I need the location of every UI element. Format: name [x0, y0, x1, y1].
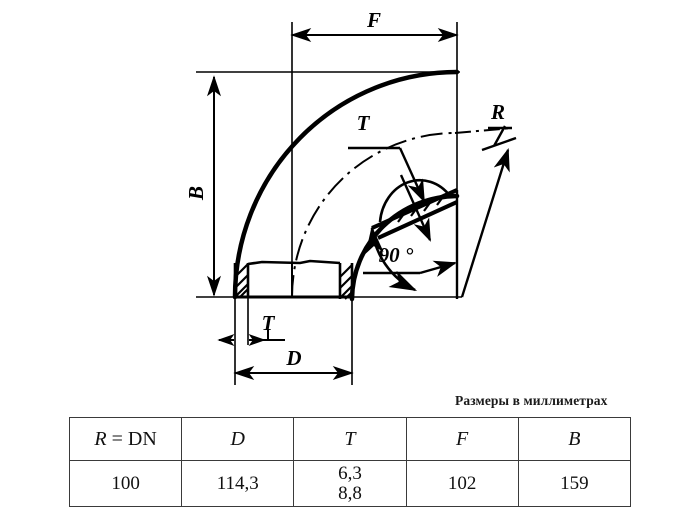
- cell-f: 102: [405, 460, 519, 507]
- centerline-arc: [291, 131, 458, 298]
- header-f-symbol: F: [456, 427, 469, 450]
- dimension-R: R: [454, 100, 517, 298]
- cell-r-dn: 100: [68, 460, 183, 507]
- header-b-symbol: B: [568, 427, 581, 450]
- header-r-symbol: R: [94, 427, 107, 450]
- dimension-B: B: [184, 75, 221, 297]
- elbow-body: [232, 69, 460, 302]
- header-d-symbol: D: [230, 427, 245, 450]
- dimension-label-B: B: [184, 186, 208, 201]
- dimension-label-T-lower: T: [262, 311, 276, 335]
- dimension-T-upper: T: [348, 111, 426, 203]
- table-header-row: R = DN D T F B: [68, 417, 632, 461]
- bottom-opening: [233, 259, 354, 300]
- dimension-label-T-upper: T: [357, 111, 371, 135]
- cell-d: 114,3: [181, 460, 295, 507]
- cell-t-values: 6,3 8,8: [295, 464, 404, 503]
- cell-t-line1: 6,3: [338, 463, 362, 485]
- section-hatch-left: [234, 263, 249, 298]
- dimension-D: D: [233, 346, 354, 380]
- angle-annotation-90: 90 °: [363, 174, 458, 292]
- dimensions-table: R = DN D T F B 100 114,3 6,3 8,8: [68, 417, 632, 507]
- cell-t: 6,3 8,8: [293, 460, 407, 507]
- table-header-t: T: [293, 417, 407, 461]
- table-header-d: D: [181, 417, 295, 461]
- dimension-label-R: R: [490, 100, 505, 124]
- table-header-b: B: [517, 417, 632, 461]
- header-t-symbol: T: [344, 427, 356, 450]
- units-caption: Размеры в миллиметрах: [455, 393, 608, 408]
- dimension-F: F: [290, 8, 459, 42]
- dimension-label-D: D: [285, 346, 301, 370]
- angle-label-90: 90 °: [379, 243, 414, 267]
- table-row: 100 114,3 6,3 8,8 102 159: [68, 460, 632, 507]
- section-hatch-angled: [397, 193, 446, 223]
- header-dn-text: = DN: [106, 427, 157, 450]
- table-header-r-dn: R = DN: [68, 417, 183, 461]
- section-hatch-right: [339, 264, 353, 300]
- dimension-T-lower: T: [217, 311, 285, 346]
- table-header-f: F: [405, 417, 519, 461]
- cell-t-line2: 8,8: [338, 482, 362, 504]
- cell-b: 159: [517, 460, 632, 507]
- dimension-label-F: F: [366, 8, 381, 32]
